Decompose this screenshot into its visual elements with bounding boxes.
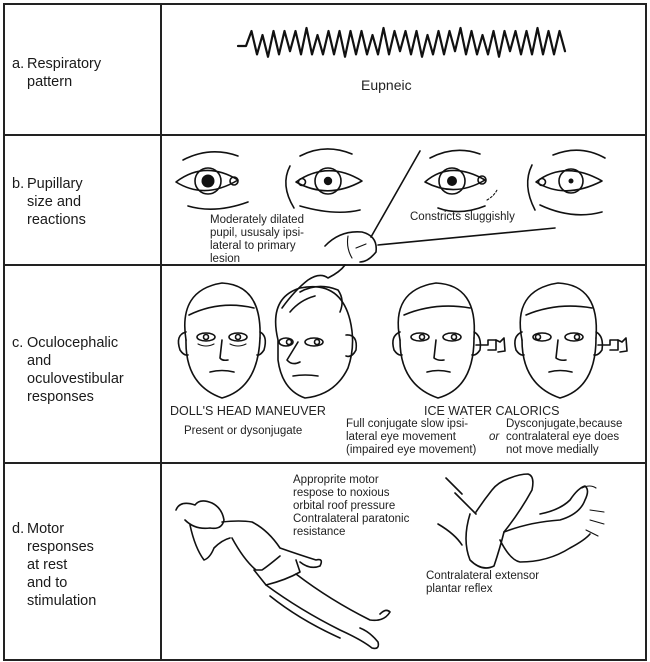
plantar-reflex-note: Contralateral extensor plantar reflex	[426, 570, 540, 595]
ice-water-dysconjugate-note: Dysconjugate,because contralateral eye d…	[506, 418, 623, 456]
row-letter: b.	[12, 176, 25, 192]
label-line: and to	[27, 575, 68, 591]
label-line: reactions	[27, 212, 86, 228]
label-line: oculovestibular	[27, 371, 124, 387]
label-line: stimulation	[27, 593, 97, 609]
row-label-oculocephalic: c.Oculocephalic and oculovestibular respons…	[12, 334, 124, 406]
label-line: Pupillary	[27, 176, 83, 192]
label-line: Respiratory	[27, 56, 102, 72]
constricts-note: Constricts sluggishly	[410, 211, 515, 223]
plantar-reflex-feet	[437, 473, 605, 569]
label-line: size and	[27, 194, 82, 210]
row-divider-c-d	[3, 462, 645, 464]
ice-water-title: ICE WATER CALORICS	[424, 404, 560, 418]
row-label-respiratory: a.Respiratory pattern	[12, 55, 101, 91]
small-pupil-eye	[526, 149, 606, 216]
row-divider-b-c	[3, 264, 645, 266]
constricting-eye	[424, 149, 498, 213]
row-divider-a-b	[3, 134, 645, 136]
dolls-head-result: Present or dysonjugate	[184, 425, 303, 437]
row-letter: a.	[12, 56, 25, 72]
dolls-head-title: DOLL'S HEAD MANEUVER	[170, 404, 326, 418]
supine-patient	[175, 500, 391, 650]
row-label-pupillary: b.Pupillary size and reactions	[12, 175, 86, 229]
ice-water-conjugate-note: Full conjugate slow ipsi- lateral eye mo…	[346, 418, 477, 456]
face-front	[177, 282, 267, 399]
dilated-pupil-note: Moderately dilated pupil, ususaly ipsi- …	[210, 214, 304, 265]
table-frame	[3, 3, 647, 661]
respiratory-waveform	[236, 26, 567, 58]
normal-eye	[285, 148, 363, 214]
row-letter: c.	[12, 335, 24, 351]
label-line: responses	[27, 539, 94, 555]
respiratory-pattern-caption: Eupneic	[361, 77, 412, 93]
dilated-eye-left	[175, 151, 249, 210]
face-turned-with-hand	[274, 264, 358, 399]
label-line: Oculocephalic	[27, 335, 119, 351]
label-line: pattern	[27, 74, 73, 90]
label-line: Motor	[27, 521, 65, 537]
column-divider	[160, 3, 162, 659]
ice-water-or: or	[489, 431, 500, 443]
label-line: responses	[27, 389, 94, 405]
motor-response-note: Approprite motor respose to noxious orbi…	[293, 474, 410, 538]
light-stimulus-penlight	[324, 150, 556, 263]
label-line: at rest	[27, 557, 68, 573]
row-letter: d.	[12, 521, 25, 537]
face-caloric-conjugate	[392, 282, 506, 399]
face-caloric-dysconjugate	[514, 282, 628, 399]
row-label-motor: d.Motor responses at rest and to stimulation	[12, 520, 96, 610]
label-line: and	[27, 353, 52, 369]
